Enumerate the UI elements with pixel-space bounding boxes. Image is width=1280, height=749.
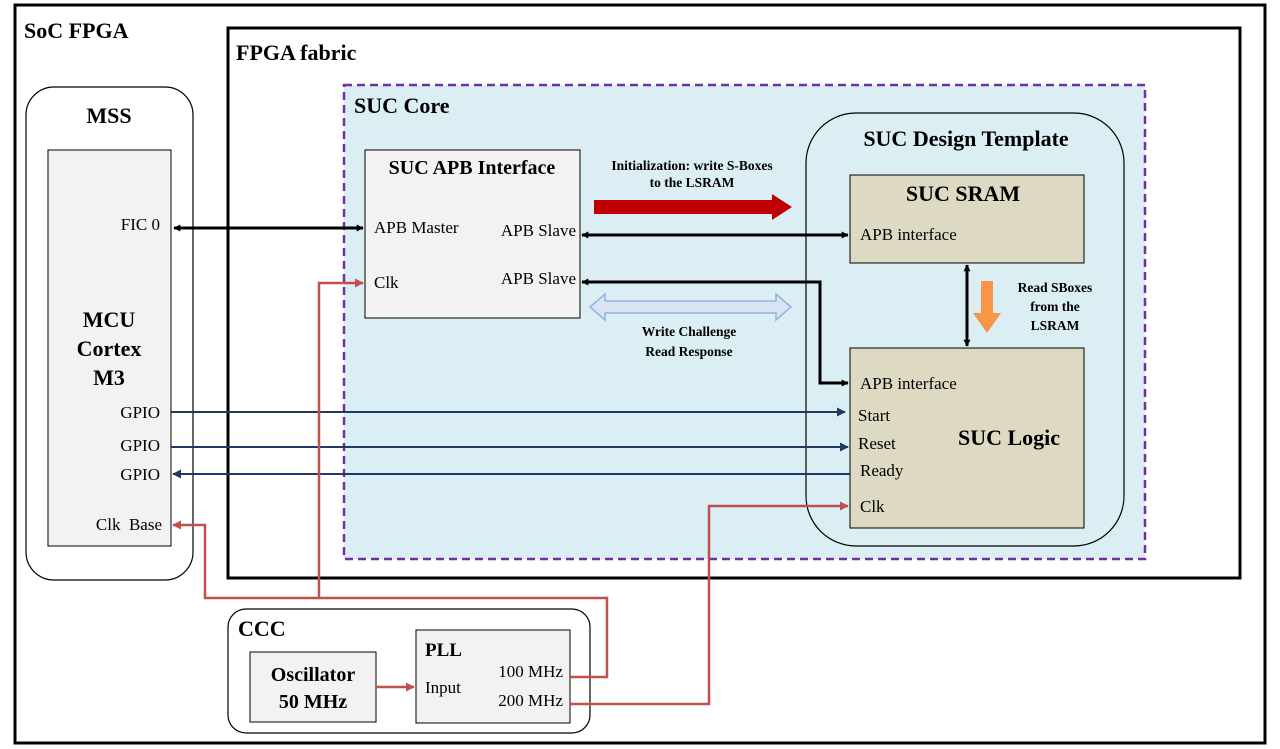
sbox-label-line2: from the bbox=[1030, 299, 1080, 314]
gpio-reset-port: GPIO bbox=[120, 436, 160, 455]
suc-sram-title: SUC SRAM bbox=[906, 181, 1021, 206]
ccc-title: CCC bbox=[238, 616, 286, 641]
pll-block bbox=[415, 629, 571, 724]
challenge-label-line2: Read Response bbox=[645, 344, 732, 359]
suc-core-title: SUC Core bbox=[354, 93, 450, 118]
sbox-label-line3: LSRAM bbox=[1031, 318, 1080, 333]
oscillator-label-line1: Oscillator bbox=[271, 664, 356, 686]
pll-200mhz-port: 200 MHz bbox=[498, 691, 563, 710]
read-sboxes-arrow bbox=[973, 281, 1001, 333]
mss-title: MSS bbox=[86, 103, 131, 128]
mcu-title-line3: M3 bbox=[93, 365, 125, 390]
apb-interface-title: SUC APB Interface bbox=[389, 157, 556, 179]
mcu-block bbox=[47, 149, 172, 547]
soc-fpga-title: SoC FPGA bbox=[24, 18, 129, 43]
apb-slave-1-port: APB Slave bbox=[501, 221, 576, 240]
apb-interface-block bbox=[364, 149, 581, 319]
suc-logic-start-port: Start bbox=[858, 406, 890, 425]
fpga-fabric-title: FPGA fabric bbox=[236, 40, 357, 65]
design-template-title: SUC Design Template bbox=[863, 126, 1069, 151]
gpio-start-port: GPIO bbox=[120, 403, 160, 422]
mcu-title-line2: Cortex bbox=[77, 336, 142, 361]
clock-100mhz-line bbox=[172, 520, 609, 679]
clk-base-port: Clk Base bbox=[96, 515, 162, 534]
init-label-line1: Initialization: write S-Boxes bbox=[611, 158, 772, 173]
apb-interface-clk-port: Clk bbox=[374, 273, 399, 292]
clock-100mhz-apb-branch bbox=[317, 278, 364, 598]
apb-master-port: APB Master bbox=[374, 218, 459, 237]
pll-input-port: Input bbox=[425, 678, 461, 697]
suc-logic-block bbox=[849, 347, 1085, 529]
pll-100mhz-port: 100 MHz bbox=[498, 662, 563, 681]
suc-logic-reset-port: Reset bbox=[858, 434, 896, 453]
sbox-label-line1: Read SBoxes bbox=[1018, 280, 1093, 295]
init-arrow bbox=[594, 194, 792, 220]
fic0-port: FIC 0 bbox=[121, 215, 160, 234]
challenge-label-line1: Write Challenge bbox=[642, 324, 737, 339]
clock-200mhz-line bbox=[570, 501, 849, 706]
suc-logic-title: SUC Logic bbox=[958, 425, 1060, 450]
suc-logic-ready-port: Ready bbox=[860, 461, 904, 480]
apb-slave-logic-bus bbox=[581, 278, 849, 387]
oscillator-label-line2: 50 MHz bbox=[279, 691, 347, 713]
suc-sram-block bbox=[849, 174, 1085, 264]
pll-title: PLL bbox=[425, 640, 462, 661]
gpio-ready-port: GPIO bbox=[120, 465, 160, 484]
suc-sram-apb-port: APB interface bbox=[860, 225, 957, 244]
init-label-line2: to the LSRAM bbox=[650, 175, 735, 190]
oscillator-block bbox=[249, 651, 377, 723]
mcu-title-line1: MCU bbox=[83, 307, 136, 332]
suc-logic-clk-port: Clk bbox=[860, 497, 885, 516]
suc-logic-apb-port: APB interface bbox=[860, 374, 957, 393]
apb-slave-2-port: APB Slave bbox=[501, 269, 576, 288]
